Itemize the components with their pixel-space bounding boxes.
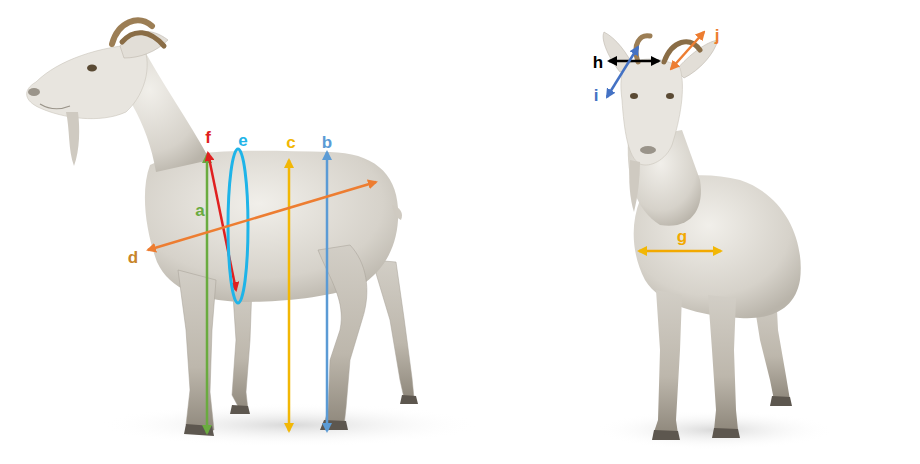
measurement-arrow xyxy=(639,250,721,253)
measurement-arrow xyxy=(609,60,659,63)
measurement-arrow xyxy=(206,155,209,433)
measurement-letter: j xyxy=(715,27,720,44)
measurement-arrow xyxy=(288,160,291,431)
measurement-arrow xyxy=(148,182,376,250)
measurement-letter: b xyxy=(322,134,332,151)
measurement-arrow xyxy=(671,32,704,69)
measurement-arrow xyxy=(326,152,329,431)
measurement-letter: a xyxy=(195,202,204,219)
measurement-arrow xyxy=(607,47,638,97)
measurement-letter: c xyxy=(286,134,295,151)
measurement-letter: h xyxy=(593,54,603,71)
measurement-letter: d xyxy=(128,249,138,266)
measurement-letter: f xyxy=(205,129,211,146)
measurement-letter: g xyxy=(677,228,687,245)
measurement-arrows xyxy=(148,32,721,433)
measurement-letter: i xyxy=(594,87,599,104)
floor-shadow xyxy=(595,410,835,450)
goat-side-view xyxy=(27,20,418,436)
measurement-letter: e xyxy=(238,132,247,149)
goat-front-view xyxy=(603,32,801,440)
